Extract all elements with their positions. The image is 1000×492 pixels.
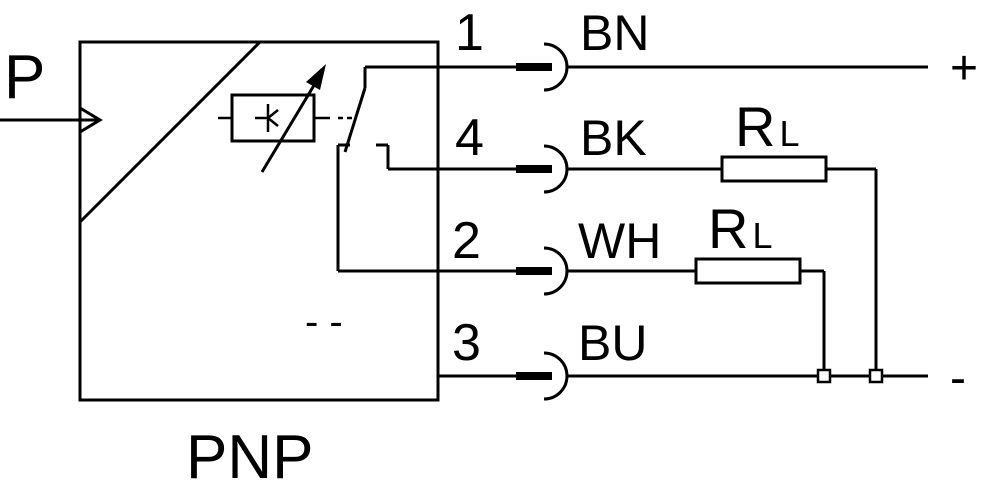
pin-1-number: 1 bbox=[455, 4, 484, 62]
setpoint-element bbox=[218, 93, 330, 143]
input-arrow bbox=[79, 106, 103, 134]
switch-contact bbox=[336, 67, 390, 271]
wire-color-bk: BK bbox=[580, 110, 647, 166]
pin-3-number: 3 bbox=[452, 314, 481, 372]
supply-positive: + bbox=[950, 42, 978, 95]
wire-color-wh: WH bbox=[578, 213, 661, 269]
junction-2 bbox=[868, 368, 884, 384]
wire-color-bu: BU bbox=[578, 315, 647, 371]
pin-2-number: 2 bbox=[452, 212, 481, 270]
pin-4-number: 4 bbox=[455, 109, 484, 167]
junction-1 bbox=[816, 368, 832, 384]
housing-diagonal bbox=[78, 40, 262, 224]
load-resistor-1 bbox=[720, 155, 828, 183]
adjustable-arrow-icon bbox=[260, 64, 326, 173]
supply-negative: - bbox=[950, 352, 966, 405]
input-label: P bbox=[4, 43, 45, 112]
output-type-label: PNP bbox=[186, 423, 313, 492]
load-resistor-2 bbox=[694, 257, 802, 285]
wire-color-bn: BN bbox=[580, 5, 649, 61]
ground-mark: - - bbox=[305, 300, 343, 344]
